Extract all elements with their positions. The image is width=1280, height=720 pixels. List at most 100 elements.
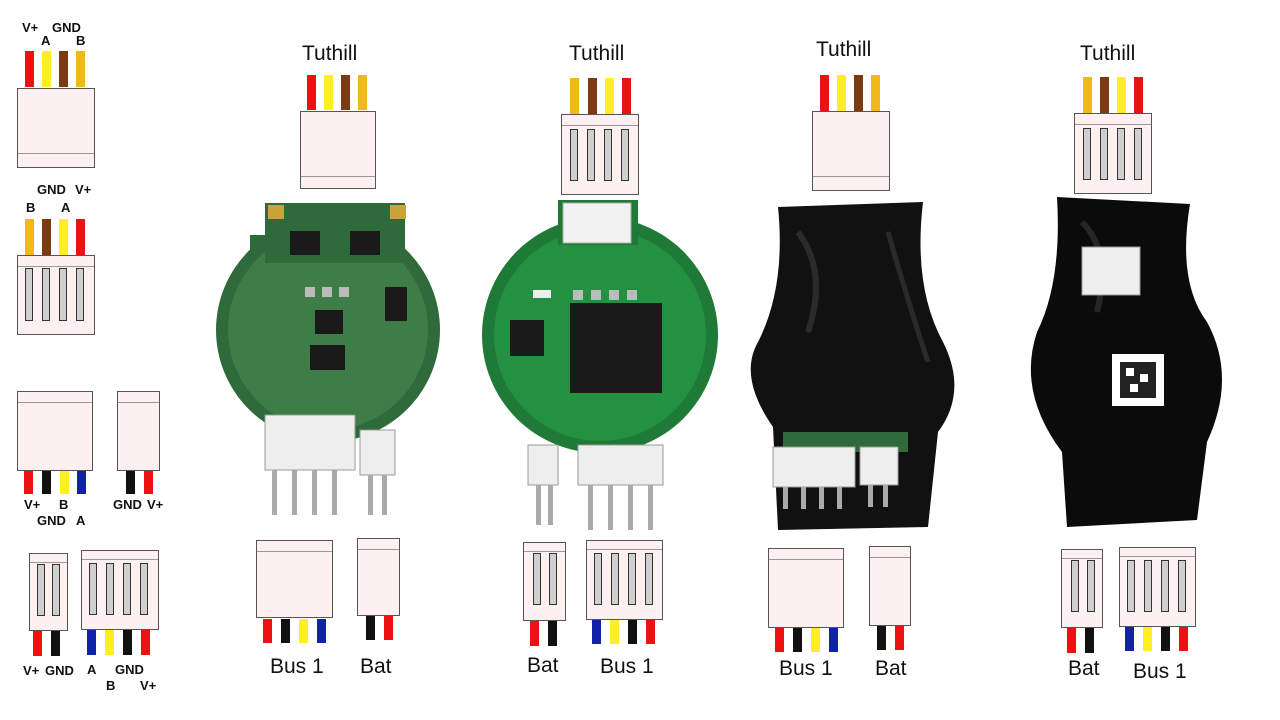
wire-red bbox=[775, 628, 784, 652]
wire-red bbox=[384, 616, 393, 640]
wire-blue bbox=[77, 471, 86, 494]
wire-blue bbox=[829, 628, 838, 652]
tuthill-label: Tuthill bbox=[302, 42, 358, 65]
connector-housing bbox=[812, 111, 890, 191]
wire-black bbox=[281, 619, 290, 643]
label-vplus: V+ bbox=[75, 182, 92, 197]
wire-red bbox=[144, 471, 153, 494]
wire-orange bbox=[25, 219, 34, 255]
wire-red bbox=[1067, 628, 1076, 653]
label-b: B bbox=[106, 678, 116, 693]
label-b: B bbox=[59, 497, 69, 512]
shrink-wrapped-module-photo bbox=[1030, 197, 1222, 527]
connector-housing bbox=[768, 548, 844, 628]
label-gnd: GND bbox=[45, 663, 74, 678]
label-a: A bbox=[41, 33, 51, 48]
wire-red bbox=[1179, 627, 1188, 651]
wire-black bbox=[793, 628, 802, 652]
label-gnd: GND bbox=[52, 20, 81, 35]
wire-brown bbox=[42, 219, 51, 255]
wire-red bbox=[895, 626, 904, 650]
connector-housing bbox=[256, 540, 333, 618]
connector-housing bbox=[869, 546, 911, 626]
wire-red bbox=[307, 75, 316, 110]
wire-orange bbox=[76, 51, 85, 87]
wire-yellow bbox=[605, 78, 614, 114]
pcb-board-photo bbox=[482, 200, 718, 530]
wire-black bbox=[1085, 628, 1094, 653]
wire-red bbox=[141, 630, 150, 655]
connector-housing bbox=[357, 538, 400, 616]
wire-black bbox=[548, 621, 557, 646]
wire-orange bbox=[1083, 77, 1092, 113]
wire-yellow bbox=[105, 630, 114, 655]
bus-label: Bus 1 bbox=[779, 657, 833, 680]
bus-label: Bus 1 bbox=[1133, 660, 1187, 683]
connector-housing bbox=[17, 391, 93, 471]
wire-red bbox=[1134, 77, 1143, 113]
wire-yellow bbox=[837, 75, 846, 111]
pcb-board-photo bbox=[216, 203, 440, 515]
connector-housing bbox=[1061, 549, 1103, 628]
label-vplus: V+ bbox=[23, 663, 40, 678]
wire-orange bbox=[570, 78, 579, 114]
label-vplus: V+ bbox=[147, 497, 164, 512]
wire-brown bbox=[341, 75, 350, 110]
connector-housing bbox=[586, 540, 663, 620]
wire-black bbox=[1161, 627, 1170, 651]
label-vplus: V+ bbox=[140, 678, 157, 693]
label-b: B bbox=[26, 200, 36, 215]
connector-housing bbox=[561, 114, 639, 195]
wire-orange bbox=[358, 75, 367, 110]
connector-housing bbox=[1119, 547, 1196, 627]
connector-housing bbox=[300, 111, 376, 189]
wire-red bbox=[33, 631, 42, 656]
connector-housing bbox=[1074, 113, 1152, 194]
bus-label: Bus 1 bbox=[600, 655, 654, 678]
label-a: A bbox=[76, 513, 86, 528]
wire-yellow bbox=[811, 628, 820, 652]
label-gnd: GND bbox=[113, 497, 142, 512]
tuthill-label: Tuthill bbox=[1080, 42, 1136, 65]
wire-brown bbox=[588, 78, 597, 114]
label-vplus: V+ bbox=[22, 20, 39, 35]
tuthill-label: Tuthill bbox=[569, 42, 625, 65]
wire-red bbox=[76, 219, 85, 255]
connector-housing bbox=[17, 255, 95, 335]
connector-housing bbox=[523, 542, 566, 621]
connector-housing bbox=[81, 550, 159, 630]
wire-yellow bbox=[60, 471, 69, 494]
wire-yellow bbox=[1143, 627, 1152, 651]
label-gnd: GND bbox=[115, 662, 144, 677]
wire-orange bbox=[871, 75, 880, 111]
wire-yellow bbox=[324, 75, 333, 110]
wire-yellow bbox=[1117, 77, 1126, 113]
bus-label: Bus 1 bbox=[270, 655, 324, 678]
wire-blue bbox=[317, 619, 326, 643]
label-gnd: GND bbox=[37, 182, 66, 197]
label-a: A bbox=[61, 200, 71, 215]
wire-red bbox=[24, 471, 33, 494]
wire-yellow bbox=[299, 619, 308, 643]
wire-black bbox=[42, 471, 51, 494]
bat-label: Bat bbox=[875, 657, 907, 680]
wire-brown bbox=[1100, 77, 1109, 113]
label-a: A bbox=[87, 662, 97, 677]
wire-red bbox=[263, 619, 272, 643]
wire-black bbox=[628, 620, 637, 644]
wire-yellow bbox=[59, 219, 68, 255]
wire-black bbox=[126, 471, 135, 494]
label-b: B bbox=[76, 33, 86, 48]
wire-black bbox=[877, 626, 886, 650]
wire-black bbox=[51, 631, 60, 656]
wire-red bbox=[820, 75, 829, 111]
shrink-wrapped-module-photo bbox=[750, 202, 955, 530]
bat-label: Bat bbox=[527, 654, 559, 677]
wire-red bbox=[25, 51, 34, 87]
wire-red bbox=[530, 621, 539, 646]
tuthill-label: Tuthill bbox=[816, 38, 872, 61]
connector-housing bbox=[117, 391, 160, 471]
wire-brown bbox=[59, 51, 68, 87]
label-gnd: GND bbox=[37, 513, 66, 528]
wire-yellow bbox=[610, 620, 619, 644]
